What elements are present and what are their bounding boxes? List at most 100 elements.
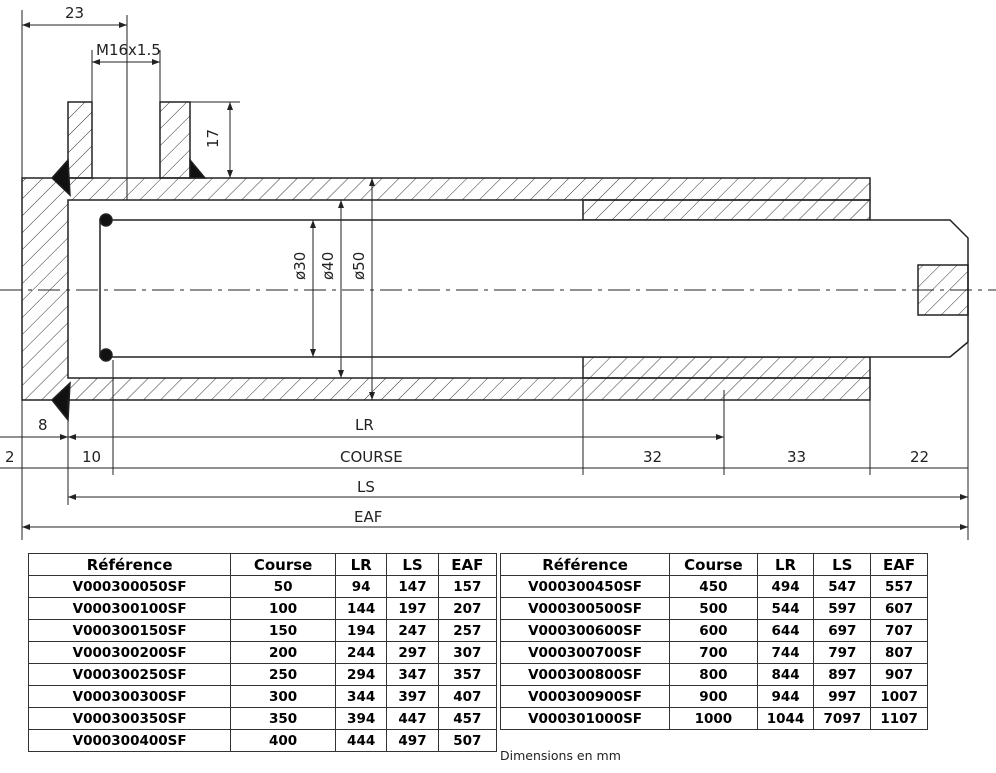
table-cell: V000300800SF [499,663,671,686]
table-cell: 150 [230,619,336,642]
dim-lr: LR [355,416,374,434]
table-cell: 707 [870,619,928,642]
piston-rod [99,213,969,362]
table-cell: 557 [870,575,928,598]
table-cell: 450 [669,575,758,598]
column-header: Référence [499,553,671,576]
dim-thread: M16x1.5 [96,41,161,59]
dim-course: COURSE [340,448,403,466]
table-cell: 744 [756,641,815,664]
table-cell: 844 [756,663,815,686]
table-cell: 444 [334,729,388,752]
table-cell: 300 [230,685,336,708]
table-cell: 700 [669,641,758,664]
table-cell: 357 [437,663,498,686]
table-cell: 407 [437,685,498,708]
table-cell: 94 [334,575,388,598]
table-cell: 147 [386,575,439,598]
table-cell: 257 [437,619,498,642]
table-cell: V000300050SF [27,575,232,598]
dim-22: 22 [910,448,929,466]
table-cell: 100 [230,597,336,620]
table-cell: 494 [756,575,815,598]
table-cell: 1000 [669,707,758,730]
table-cell: 244 [334,641,388,664]
table-cell: V000300400SF [27,729,232,752]
table-cell: 50 [230,575,336,598]
table-cell: 247 [386,619,439,642]
table-cell: 294 [334,663,388,686]
table-cell: V000301000SF [499,707,671,730]
table-cell: V000300700SF [499,641,671,664]
table-cell: 900 [669,685,758,708]
column-header: LR [756,553,815,576]
dim-23: 23 [65,4,84,22]
table-cell: 600 [669,619,758,642]
table-cell: 347 [386,663,439,686]
table-cell: 344 [334,685,388,708]
table-cell: 207 [437,597,498,620]
dim-32: 32 [643,448,662,466]
dim-17: 17 [204,129,222,148]
dim-10: 10 [82,448,101,466]
table-cell: 544 [756,597,815,620]
table-cell: 807 [870,641,928,664]
table-cell: 197 [386,597,439,620]
table-cell: 800 [669,663,758,686]
column-header: EAF [870,553,928,576]
table-cell: V000300150SF [27,619,232,642]
column-header: EAF [437,553,498,576]
table-cell: 907 [870,663,928,686]
table-cell: V000300600SF [499,619,671,642]
table-cell: 507 [437,729,498,752]
table-cell: 1007 [870,685,928,708]
column-header: LS [386,553,439,576]
dim-ls: LS [357,478,375,496]
table-cell: 457 [437,707,498,730]
table-cell: 897 [813,663,872,686]
dim-8: 8 [38,416,48,434]
dim-phi30: ø30 [291,252,309,280]
table-cell: 497 [386,729,439,752]
table-cell: 944 [756,685,815,708]
table-cell: 400 [230,729,336,752]
table-cell: 997 [813,685,872,708]
table-cell: 194 [334,619,388,642]
table-cell: 1044 [756,707,815,730]
table-cell: V000300300SF [27,685,232,708]
dim-phi40: ø40 [319,252,337,280]
table-cell: 397 [386,685,439,708]
table-cell: 797 [813,641,872,664]
column-header: Course [669,553,758,576]
table-cell: 7097 [813,707,872,730]
dim-phi50: ø50 [350,252,368,280]
table-cell: V000300900SF [499,685,671,708]
dim-2: 2 [5,448,15,466]
table-cell: 394 [334,707,388,730]
table-cell: 597 [813,597,872,620]
table-cell: 157 [437,575,498,598]
table-cell: 297 [386,641,439,664]
table-cell: V000300200SF [27,641,232,664]
table-cell: 144 [334,597,388,620]
table-cell: 500 [669,597,758,620]
cylinder-body [21,101,871,423]
column-header: LR [334,553,388,576]
